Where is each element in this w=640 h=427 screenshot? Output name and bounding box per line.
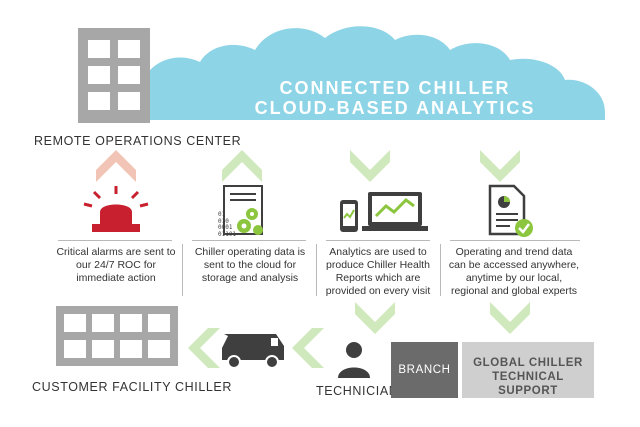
cloud-title-line1: CONNECTED CHILLER	[279, 78, 511, 98]
phone-icon	[340, 200, 358, 232]
binary-code: 010	[218, 217, 229, 225]
arrow-down-green-icon	[480, 150, 520, 182]
arrow-down-green-icon	[350, 150, 390, 182]
global-support-line2: TECHNICAL SUPPORT	[492, 371, 564, 397]
chiller-unit-icon	[56, 306, 178, 366]
arrow-down-green-icon	[355, 302, 395, 334]
divider	[326, 240, 430, 241]
customer-facility-label: CUSTOMER FACILITY CHILLER	[32, 380, 232, 394]
check-icon	[515, 219, 533, 237]
data-document-icon	[223, 185, 263, 235]
binary-code: 01101	[218, 230, 237, 238]
arrow-left-green-icon	[188, 328, 220, 368]
arrow-down-green-icon	[490, 302, 530, 334]
technician-label: TECHNICIAN	[316, 384, 399, 398]
remote-operations-label: REMOTE OPERATIONS CENTER	[34, 134, 242, 148]
report-check-icon	[488, 184, 533, 237]
alarm-siren-icon	[83, 186, 149, 232]
divider	[58, 240, 172, 241]
divider	[192, 240, 306, 241]
divider	[316, 244, 317, 296]
technician-person-icon	[338, 342, 370, 378]
step-description-cloud: Chiller operating data is sent to the cl…	[194, 246, 306, 284]
binary-code: 0001	[218, 224, 233, 231]
cloud-body	[150, 26, 605, 120]
step-description-alarms: Critical alarms are sent to our 24/7 ROC…	[56, 246, 176, 284]
global-support-box: GLOBAL CHILLER TECHNICAL SUPPORT	[462, 342, 594, 398]
binary-codes: 01 010 0001 01101	[218, 211, 237, 238]
step-description-analytics: Analytics are used to produce Chiller He…	[325, 246, 431, 297]
global-support-line1: GLOBAL CHILLER	[473, 357, 583, 369]
service-van-icon	[222, 334, 284, 369]
building-icon	[78, 28, 150, 123]
binary-code: 01	[218, 211, 226, 218]
branch-label: BRANCH	[398, 364, 451, 376]
arrow-left-green-icon	[292, 328, 324, 368]
laptop-chart-icon	[362, 192, 428, 231]
arrow-up-green-icon	[222, 150, 262, 182]
divider	[182, 244, 183, 296]
step-description-access: Operating and trend data can be accessed…	[448, 246, 580, 297]
branch-box: BRANCH	[391, 342, 458, 398]
arrow-up-pink-icon	[96, 150, 136, 182]
divider	[450, 240, 580, 241]
cloud-title-line2: CLOUD-BASED ANALYTICS PLATFORM	[254, 98, 536, 139]
cloud-shape	[150, 26, 605, 120]
divider	[440, 244, 441, 296]
